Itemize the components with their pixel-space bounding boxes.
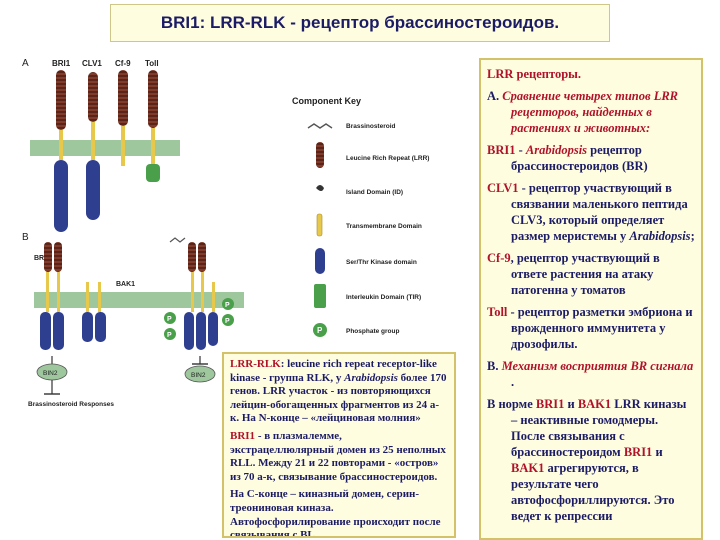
key-label-tm: Transmembrane Domain	[346, 223, 422, 230]
label-a: A.	[487, 89, 500, 103]
cf9-receptor-a	[118, 70, 128, 166]
key-icon-phosphate-letter: P	[317, 326, 323, 335]
bri1-bak1-complex-active	[169, 237, 218, 350]
receptor-label-toll: Toll	[145, 59, 159, 68]
bottom-bri1-label: BRI1	[230, 429, 256, 442]
lrr-rlk-species: Arabidopsis	[344, 371, 398, 384]
right-para-norm: В норме BRI1 и BAK1 LRR киназы – неактив…	[487, 396, 695, 524]
bri1-species: Arabidopsis	[525, 143, 588, 157]
norm-2: и	[564, 397, 578, 411]
norm-bri1b: BRI1	[623, 445, 653, 459]
key-label-kinase: Ser/Thr Kinase domain	[346, 259, 417, 266]
key-icon-lrr	[316, 142, 324, 168]
bin2-label-right: BIN2	[191, 372, 206, 379]
response-label: Brassinosteroid Responses	[28, 401, 114, 408]
norm-bak1b: BAK1	[511, 461, 545, 475]
bottom-bri1-text: - в плазмалемме, экстрацеллюлярный домен…	[230, 429, 446, 483]
clv1-receptor-a	[86, 72, 100, 220]
right-para-b: B. Механизм восприятия BR сигнала .	[487, 358, 695, 390]
bak1-dimer-inactive	[82, 282, 106, 342]
key-icon-tir	[314, 284, 326, 308]
label-b: B.	[487, 359, 499, 373]
bri1-receptor-a	[54, 70, 68, 232]
bri1-text: рецептор брассиностероидов (BR)	[511, 143, 648, 173]
title-box: BRI1: LRR-RLK - рецептор брассиностероид…	[110, 4, 610, 42]
right-para-toll: Toll - рецептор разметки эмбриона и врож…	[487, 304, 695, 352]
toll-receptor-a	[146, 70, 160, 182]
panel-b-label: B	[22, 232, 29, 243]
norm-5: агрегируются, в результате чего автофосф…	[511, 461, 675, 523]
slide-title: BRI1: LRR-RLK - рецептор брассиностероид…	[160, 13, 560, 32]
phosphate-letter-3: P	[225, 302, 230, 309]
bottom-text-box: LRR-RLK: leucine rich repeat receptor-li…	[222, 352, 456, 538]
clv1-end: ;	[690, 229, 695, 243]
norm-4: и	[652, 445, 663, 459]
lrr-rlk-label: LRR-RLK	[230, 358, 281, 370]
receptor-label-cf9: Cf-9	[115, 59, 131, 68]
lrr-rlk-text2: более 170 генов. LRR участок - из повтор…	[230, 371, 447, 425]
norm-1: В норме	[487, 397, 536, 411]
lrr-rlk-text: : leucine rich repeat receptor-like kina…	[230, 358, 437, 384]
receptor-label-bri1: BRI1	[52, 59, 71, 68]
key-label-phosphate: Phosphate group	[346, 328, 399, 335]
clv1-text: - рецептор участвующий в связвании мален…	[511, 181, 688, 243]
clv1-name: CLV1	[487, 181, 519, 195]
text-b-end: .	[511, 375, 515, 389]
b-label-bak1: BAK1	[116, 281, 135, 288]
right-para-clv1: CLV1 - рецептор участвующий в связвании …	[487, 180, 695, 244]
right-text-box: LRR рецепторы. A. Сравнение четырех типо…	[479, 58, 703, 540]
bottom-para-c: На С-конце – киназный домен, серин-треон…	[230, 488, 448, 538]
key-label-island-domain: Island Domain (ID)	[346, 189, 403, 196]
bri1-sep: -	[515, 143, 526, 157]
right-para-a: A. Сравнение четырех типов LRR рецепторо…	[487, 88, 695, 136]
bottom-para-bri1: BRI1 - в плазмалемме, экстрацеллюлярный …	[230, 430, 448, 484]
bottom-c-text: На С-конце – киназный домен, серин-треон…	[230, 488, 441, 538]
receptor-label-clv1: CLV1	[82, 59, 102, 68]
phosphate-letter-2: P	[167, 332, 172, 339]
toll-text: - рецептор разметки эмбриона и врожденно…	[507, 305, 693, 351]
cf9-text: , рецептор участвующий в ответе растения…	[510, 251, 660, 297]
key-title: Component Key	[292, 96, 361, 106]
key-icon-brassinosteroid	[307, 123, 333, 129]
phosphate-letter-1: P	[167, 316, 172, 323]
clv1-species: Arabidopsis	[629, 229, 691, 243]
key-icon-tm	[316, 213, 323, 237]
bri1-dimer-inactive	[40, 242, 64, 350]
right-heading: LRR рецепторы.	[487, 66, 695, 82]
bin2-label-left: BIN2	[43, 370, 58, 377]
receptor-figure: A BRI1 CLV1 Cf-9 Toll Component Key Bras…	[22, 58, 429, 408]
bottom-para-lrr: LRR-RLK: leucine rich repeat receptor-li…	[230, 358, 448, 426]
panel-a-label: A	[22, 58, 29, 69]
phosphate-letter-4: P	[225, 318, 230, 325]
right-para-cf9: Cf-9, рецептор участвующий в ответе раст…	[487, 250, 695, 298]
lrr-heading: LRR рецепторы.	[487, 67, 582, 81]
norm-bak1: BAK1	[577, 397, 612, 411]
key-icon-phosphate	[313, 323, 327, 337]
bin2-node-right	[184, 365, 216, 383]
b-label-bri1: BRI1	[34, 255, 50, 262]
key-label-brassinosteroid: Brassinosteroid	[346, 123, 396, 130]
right-para-bri1: BRI1 - Arabidopsis рецептор брассиностер…	[487, 142, 695, 174]
key-icon-island-domain	[316, 185, 324, 191]
key-icon-kinase	[315, 248, 325, 274]
toll-name: Toll	[487, 305, 508, 319]
text-b: Механизм восприятия BR сигнала	[498, 359, 694, 373]
text-a: Сравнение четырех типов LRR рецепторов, …	[502, 89, 679, 135]
cf9-name: Cf-9	[487, 251, 511, 265]
membrane-a	[30, 140, 180, 156]
key-label-lrr: Leucine Rich Repeat (LRR)	[346, 155, 429, 162]
bri1-name: BRI1	[487, 143, 516, 157]
phosphate-groups	[164, 298, 234, 340]
key-label-tir: Interleukin Domain (TIR)	[346, 294, 421, 301]
norm-bri1: BRI1	[535, 397, 565, 411]
norm-3: LRR киназы – неактивные гомодмеры. После…	[511, 397, 687, 459]
